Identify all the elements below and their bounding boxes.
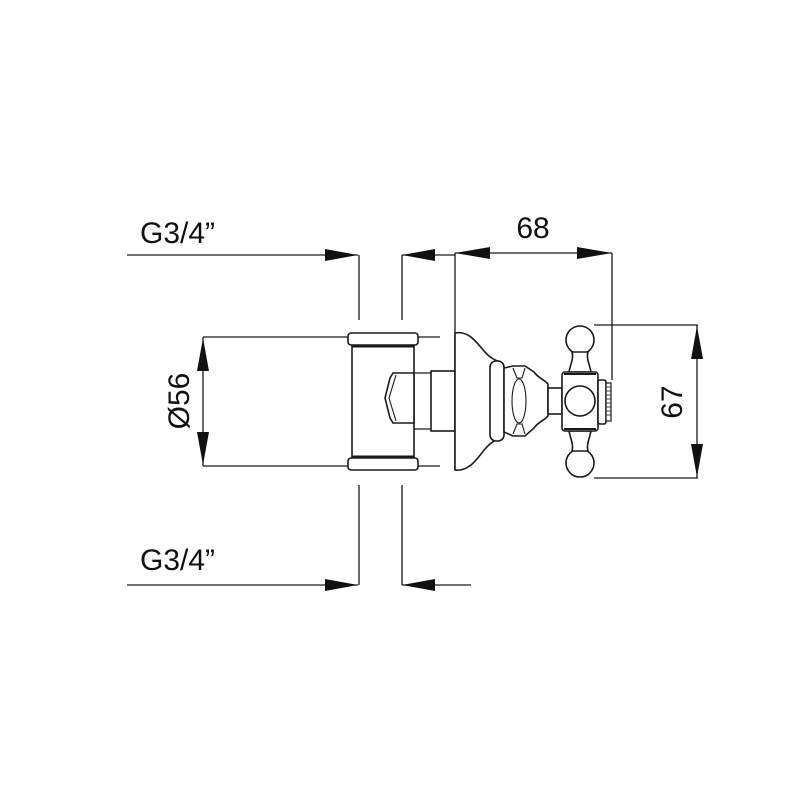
thread-dimension-top: G3/4” [127, 217, 455, 320]
projection-label: 68 [516, 212, 549, 245]
handle-height-label: 67 [656, 385, 689, 418]
diameter-label: Ø56 [163, 373, 196, 430]
handle-height-dimension: 67 [594, 324, 703, 479]
thread-label-bottom: G3/4” [140, 544, 215, 577]
thread-dimension-bottom: G3/4” [127, 485, 471, 591]
escutcheon [454, 331, 563, 471]
tee-body [347, 332, 456, 471]
cross-handle [561, 325, 612, 478]
thread-label-top: G3/4” [140, 217, 215, 250]
